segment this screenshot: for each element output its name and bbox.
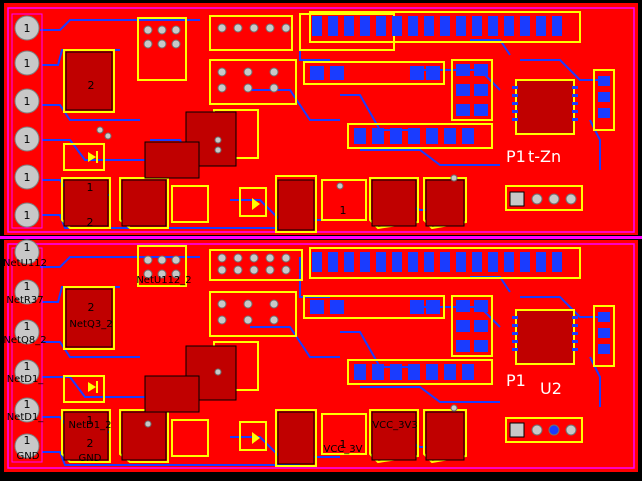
top-diode-symbols (88, 151, 260, 210)
bottom-qfn-ic (512, 309, 578, 365)
top-pin-label: 1 (24, 95, 31, 108)
top-pin-label: 1 (24, 209, 31, 222)
net-label: GND (17, 451, 40, 462)
bottom-refdes: P1 U2 (506, 371, 562, 398)
top-left-connector (11, 13, 43, 229)
top-ref-u2: t-Zn (528, 147, 561, 166)
bottom-reg-lower-label: 2 (87, 437, 94, 450)
net-label: NetD1_ (7, 412, 45, 423)
top-component-bodies (63, 51, 465, 231)
net-label: NetR37 (6, 295, 43, 306)
bottom-left-connector (11, 239, 43, 463)
bottom-component-bodies (63, 288, 465, 465)
top-pin-label: 1 (24, 171, 31, 184)
bottom-pin-label: 1 (24, 320, 31, 333)
top-reg-lower-label: 2 (87, 216, 94, 229)
bottom-q-label: 2 (88, 301, 95, 314)
net-d1-label: NetD1_2 (69, 420, 112, 431)
top-refdes: P1 t-Zn (506, 147, 561, 166)
bottom-pin-label: 1 (24, 360, 31, 373)
bottom-net-labels: NetU112 NetR37 NetQ8_2 NetD1_ NetD1_ GND (3, 258, 47, 462)
bottom-ref-p1: P1 (506, 371, 526, 390)
top-board: 1 1 1 1 1 1 2 1 2 1 P1 t-Zn (4, 3, 638, 235)
top-bottom-mid-label: 1 (340, 204, 347, 217)
bottom-pin-label: 1 (24, 434, 31, 447)
top-pin-label: 1 (24, 57, 31, 70)
bottom-pin-labels: 1 1 1 1 1 1 (24, 241, 31, 447)
top-board-outline (7, 7, 635, 233)
bottom-through-holes (143, 253, 458, 428)
bottom-board: 1 1 1 1 1 1 NetU112 NetR37 NetQ8_2 NetD1… (3, 239, 638, 472)
net-vcc-a-label: VCC_3V (323, 444, 362, 455)
bottom-smd-pads (310, 252, 610, 380)
top-qfn-ic (512, 79, 578, 135)
net-label: NetU112 (3, 258, 47, 269)
bottom-pin-label: 1 (24, 241, 31, 254)
panel-divider (0, 236, 642, 239)
bottom-component-net-labels: 2 NetQ3_2 NetU112_2 1 NetD1_2 2 GND 1 VC… (69, 275, 418, 464)
top-pin-label: 1 (24, 133, 31, 146)
top-through-holes (96, 23, 458, 190)
net-vcc-b-label: VCC_3V3 (372, 420, 417, 431)
bottom-reg-label: 1 (87, 414, 94, 427)
bottom-header-p1 (509, 422, 577, 438)
net-q3-label: NetQ3_2 (69, 319, 112, 330)
top-pin-label: 1 (24, 22, 31, 35)
top-q-label: 2 (88, 79, 95, 92)
net-gnd-label: GND (79, 453, 102, 464)
top-smd-pads (310, 16, 610, 144)
bottom-ref-u2: U2 (540, 379, 562, 398)
top-labels: 1 1 1 1 1 1 2 1 2 1 (24, 22, 347, 229)
top-reg-label: 1 (87, 181, 94, 194)
bottom-pin-label: 1 (24, 280, 31, 293)
top-header-p1 (509, 191, 577, 207)
bottom-diode-symbols (88, 381, 260, 444)
net-label: NetD1_ (7, 374, 45, 385)
bottom-pin-label: 1 (24, 398, 31, 411)
top-ref-p1: P1 (506, 147, 526, 166)
net-label: NetQ8_2 (3, 335, 46, 346)
bottom-board-outline (7, 243, 635, 469)
bottom-bottom-mid-label: 1 (340, 438, 347, 451)
net-u112-label: NetU112_2 (136, 275, 191, 286)
